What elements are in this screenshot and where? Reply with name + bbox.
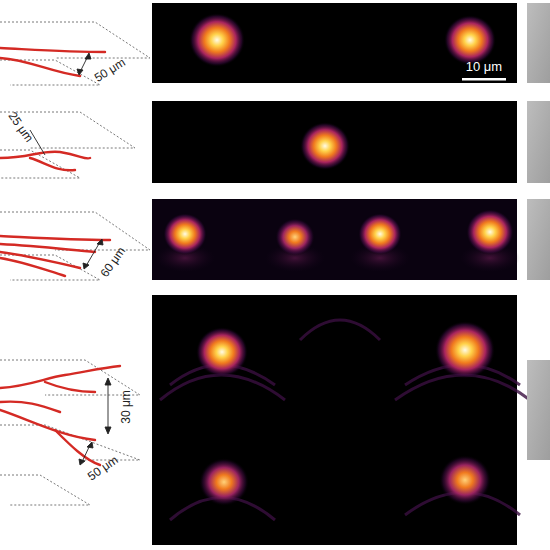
dimension-label: 25 μm bbox=[5, 109, 36, 145]
dimension-label: 50 μm bbox=[85, 453, 121, 484]
dimension-label: 60 μm bbox=[98, 244, 129, 280]
scale-bar-label: 10 μm bbox=[466, 60, 502, 74]
dimension-label: 50 μm bbox=[92, 55, 128, 85]
dimension-label: 30 μm bbox=[119, 390, 133, 424]
